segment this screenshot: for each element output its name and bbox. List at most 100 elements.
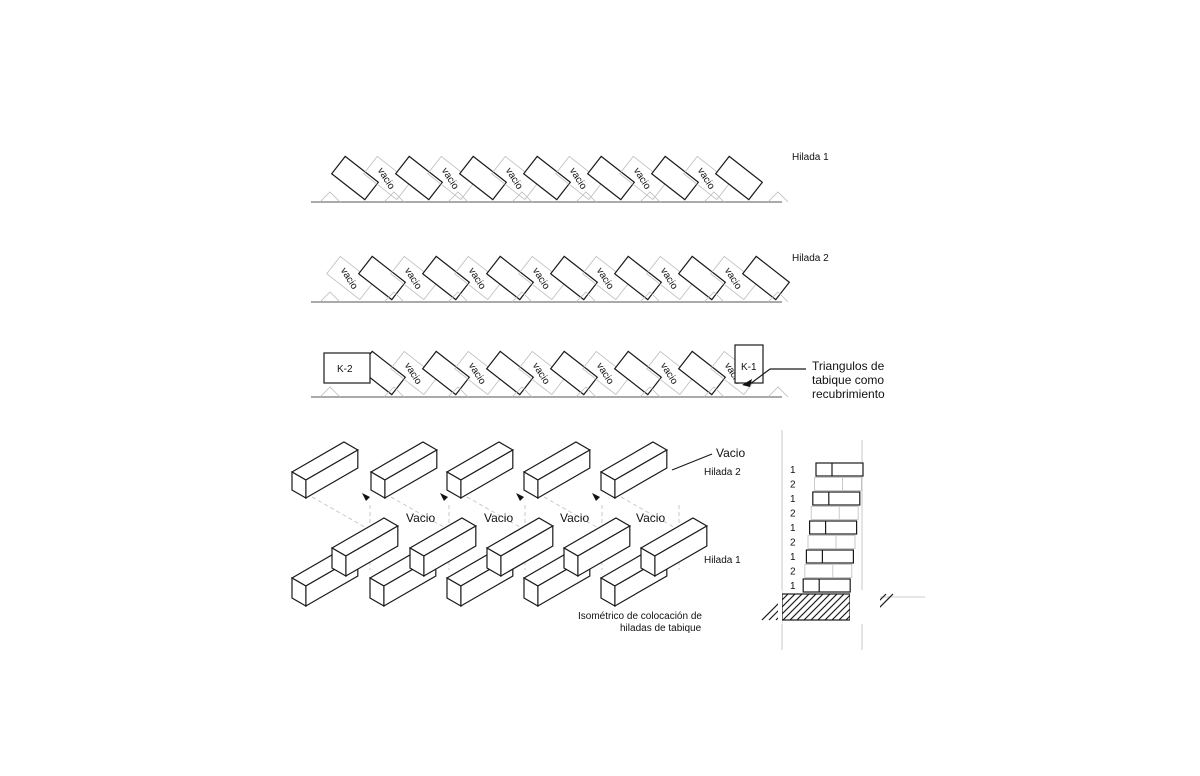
row-label-hilada-1: Hilada 1	[792, 152, 829, 163]
gap-label: vacio	[338, 266, 360, 292]
course-number: 2	[790, 509, 796, 520]
callout-line-1: Triangulos de	[812, 359, 885, 373]
section-course-1: 1	[790, 462, 864, 477]
course-number: 1	[790, 523, 796, 534]
course-brick	[810, 506, 859, 520]
iso-brick	[599, 441, 669, 500]
section-course-3: 1	[790, 491, 861, 506]
gap-label: vacio	[530, 361, 552, 387]
course-number: 2	[790, 567, 796, 578]
gap-outline	[710, 255, 758, 301]
brick-side	[600, 470, 616, 500]
course-brick	[805, 549, 855, 564]
triangle-mark	[767, 386, 789, 398]
course-number: 1	[790, 494, 796, 505]
iso-brick	[330, 517, 400, 578]
callout: Triangulos de tabique como recubrimiento	[742, 359, 885, 401]
brick	[650, 155, 700, 201]
brick-side	[409, 546, 425, 578]
course-brick	[812, 491, 861, 506]
course-brick	[802, 578, 851, 593]
gap-outline	[326, 255, 374, 301]
gap-outline	[491, 155, 539, 201]
gap-label: vacio	[631, 166, 653, 192]
iso-brick	[369, 441, 439, 500]
iso-hilada-2-label: Hilada 2	[704, 467, 741, 478]
brick	[485, 350, 535, 396]
key-block-k1: K-1	[734, 344, 764, 384]
course-number: 1	[790, 465, 796, 476]
brick	[549, 255, 599, 301]
brick-side	[486, 546, 502, 578]
gap-outline	[619, 155, 667, 201]
hatch	[810, 593, 838, 621]
iso-brick	[408, 517, 478, 578]
iso-hilada-1-label: Hilada 1	[704, 555, 741, 566]
brick-side	[600, 576, 616, 608]
brick	[613, 255, 663, 301]
iso-gap-label-4: Vacio	[636, 511, 665, 525]
course-brick	[807, 535, 856, 549]
row-label-hilada-2: Hilada 2	[792, 253, 829, 264]
key-label-k2: K-2	[337, 364, 353, 375]
iso-brick	[562, 517, 632, 578]
triangle-mark	[511, 191, 533, 203]
gap-outline	[646, 350, 694, 396]
gap-outline	[454, 255, 502, 301]
brick	[421, 350, 471, 396]
hatch	[796, 593, 824, 621]
mask	[850, 590, 880, 624]
course-number: 2	[790, 538, 796, 549]
gap-label: vacio	[466, 361, 488, 387]
iso-caption-line-1: Isométrico de colocación de	[578, 611, 702, 622]
triangle-mark	[511, 291, 533, 303]
triangle-mark	[447, 291, 469, 303]
triangle-mark	[383, 291, 405, 303]
triangle-mark	[447, 386, 469, 398]
triangle-mark	[447, 191, 469, 203]
gap-label: vacio	[594, 266, 616, 292]
brick-side	[291, 470, 307, 500]
section-course-8: 2	[790, 564, 853, 578]
gap-label: vacio	[567, 166, 589, 192]
brick-side	[446, 470, 462, 500]
hatch	[803, 593, 831, 621]
guide	[311, 496, 371, 531]
hatch	[761, 593, 789, 621]
triangle-mark	[319, 386, 341, 398]
brick	[714, 155, 764, 201]
gap-label: vacio	[722, 266, 744, 292]
gap-label: vacio	[402, 266, 424, 292]
callout-line-3: recubrimiento	[812, 387, 885, 401]
gap-label: vacio	[594, 361, 616, 387]
triangle-mark	[767, 191, 789, 203]
iso-gap-label-3: Vacio	[560, 511, 589, 525]
hatch	[817, 593, 845, 621]
brick-side	[446, 576, 462, 608]
iso-brick	[485, 517, 555, 578]
brick	[677, 350, 727, 396]
brick-side	[563, 546, 579, 578]
course-brick	[815, 462, 864, 477]
brick	[330, 155, 380, 201]
arrowhead	[592, 493, 600, 501]
arrowhead	[362, 493, 370, 501]
hatch	[782, 593, 810, 621]
plan-view: vacio vacio vacio vacio vacio vacio vacio vacio…	[311, 155, 791, 398]
section-course-6: 2	[790, 535, 856, 549]
triangle-mark	[383, 386, 405, 398]
brick	[741, 255, 791, 301]
brick	[421, 255, 471, 301]
section-course-9: 1	[790, 578, 851, 593]
section-course-2: 2	[790, 477, 862, 491]
gap-label: vacio	[658, 266, 680, 292]
section-course-7: 1	[790, 549, 855, 564]
gap-outline	[683, 155, 731, 201]
gap-outline	[555, 155, 603, 201]
gap-outline	[427, 155, 475, 201]
gap-label: vacio	[466, 266, 488, 292]
brick	[357, 255, 407, 301]
brick-side	[640, 546, 656, 578]
brick-side	[370, 470, 386, 500]
